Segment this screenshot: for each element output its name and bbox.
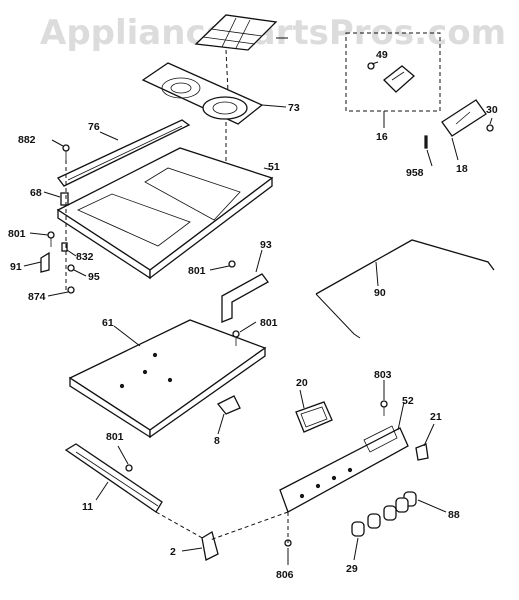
label-874: 874: [28, 291, 46, 303]
spacer-68[interactable]: [60, 192, 69, 206]
clip-832[interactable]: [61, 242, 68, 252]
burner-box-floor[interactable]: [68, 319, 267, 439]
label-51: 51: [268, 161, 280, 173]
label-801a: 801: [8, 228, 26, 240]
label-801c: 801: [260, 317, 278, 329]
screw-801a[interactable]: [47, 231, 55, 247]
plate-18[interactable]: [441, 99, 487, 137]
side-rail-11[interactable]: [64, 443, 163, 513]
label-18: 18: [456, 163, 468, 175]
screw-30[interactable]: [486, 124, 494, 132]
label-49: 49: [376, 49, 388, 61]
pin-958[interactable]: [424, 135, 428, 149]
bracket-8[interactable]: [216, 395, 241, 415]
bracket-93[interactable]: [221, 273, 269, 323]
label-73: 73: [288, 102, 300, 114]
screw-801b[interactable]: [228, 260, 236, 268]
label-803: 803: [374, 369, 392, 381]
screw-801d[interactable]: [125, 464, 133, 472]
screw-882[interactable]: [62, 144, 70, 160]
label-30: 30: [486, 104, 498, 116]
label-20: 20: [296, 377, 308, 389]
label-91: 91: [10, 261, 22, 273]
part-labels: 2 8 11 16 18 20 21 29 30 49 51 52 61 68 …: [8, 49, 498, 581]
wire-rod-90[interactable]: [315, 239, 495, 295]
label-61: 61: [102, 317, 114, 329]
screw-801c[interactable]: [232, 330, 240, 346]
label-68: 68: [30, 187, 42, 199]
label-11: 11: [82, 501, 93, 513]
label-93: 93: [260, 239, 272, 251]
label-29: 29: [346, 563, 358, 575]
bracket-91[interactable]: [40, 251, 50, 273]
label-8: 8: [214, 435, 220, 447]
label-882: 882: [18, 134, 36, 146]
panel-assembly-box[interactable]: [345, 32, 441, 112]
label-88: 88: [448, 509, 460, 521]
screw-874[interactable]: [67, 286, 75, 294]
label-801d: 801: [106, 431, 124, 443]
label-95: 95: [88, 271, 100, 283]
nut-95[interactable]: [67, 264, 75, 272]
top-grate[interactable]: [194, 14, 278, 51]
leader-lines: [23, 37, 493, 565]
clip-2[interactable]: [201, 531, 219, 561]
label-52: 52: [402, 395, 414, 407]
watermark: AppliancePartsPros.com: [40, 13, 506, 53]
label-832: 832: [76, 251, 94, 263]
control-panel-52[interactable]: [279, 425, 409, 513]
knob-set[interactable]: [351, 497, 409, 537]
screw-803[interactable]: [380, 400, 388, 416]
wire-rod-90-end: [315, 293, 361, 339]
label-958: 958: [406, 167, 424, 179]
label-801b: 801: [188, 265, 206, 277]
label-806: 806: [276, 569, 294, 581]
label-21: 21: [430, 411, 442, 423]
window-20[interactable]: [295, 401, 333, 433]
label-16: 16: [376, 131, 388, 143]
vent-trim-strip[interactable]: [57, 119, 191, 187]
label-2: 2: [170, 546, 176, 558]
clip-21[interactable]: [415, 443, 429, 461]
label-90: 90: [374, 287, 386, 299]
label-76: 76: [88, 121, 100, 133]
main-cooktop[interactable]: [56, 147, 274, 280]
drip-pan-plate[interactable]: [141, 62, 264, 125]
